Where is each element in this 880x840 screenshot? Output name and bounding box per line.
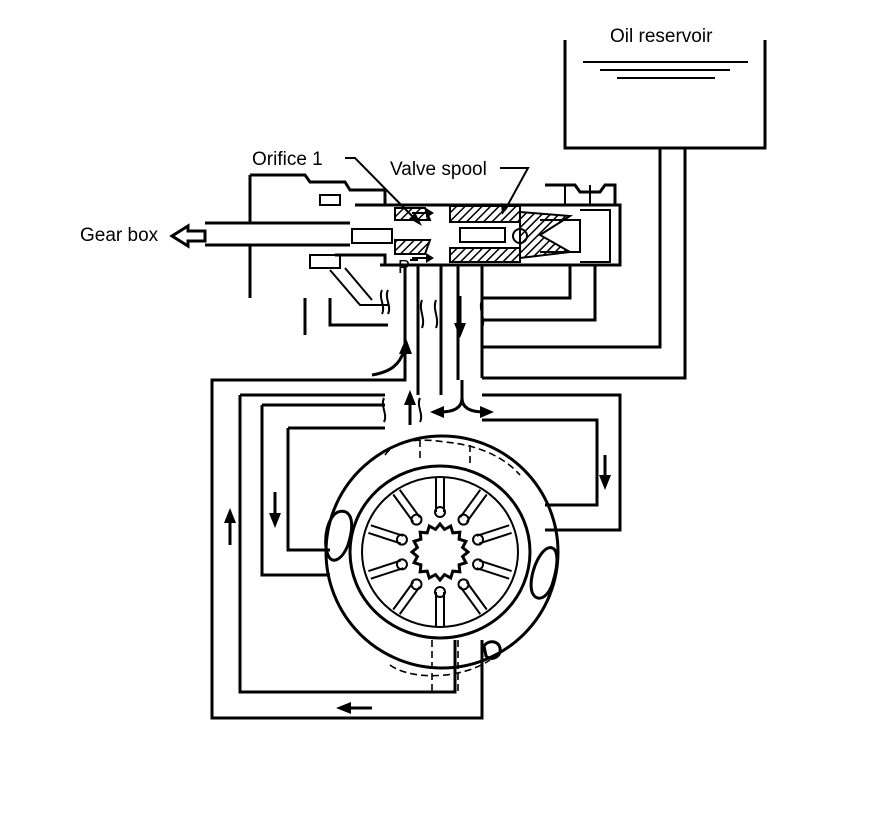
vane-tip <box>395 533 408 546</box>
flow-arrows <box>224 296 611 714</box>
vane <box>459 489 488 523</box>
valve-spool-assembly <box>351 183 622 267</box>
oil-reservoir-label: Oil reservoir <box>610 26 713 47</box>
rotor-spline <box>409 521 471 583</box>
valve-return-lines <box>482 265 597 322</box>
vane <box>392 581 421 615</box>
vane <box>459 581 488 615</box>
vane-tip <box>457 578 470 591</box>
vane-tip <box>434 506 446 518</box>
label-leaders <box>345 157 530 261</box>
vane <box>368 559 404 580</box>
oil-reservoir <box>482 40 767 380</box>
valve-housing-left <box>248 173 420 335</box>
vane-tip <box>472 558 485 571</box>
valve-spool-label: Valve spool <box>390 159 487 180</box>
vane <box>392 489 421 523</box>
vane-tip <box>434 586 446 598</box>
vane-tip <box>410 578 423 591</box>
vane-tip <box>410 513 423 526</box>
vane <box>435 478 445 512</box>
gear-box-label: Gear box <box>80 225 159 246</box>
pump-vanes <box>368 478 512 626</box>
vane-tip <box>472 533 485 546</box>
vane-pump <box>324 434 560 692</box>
vane <box>435 592 445 626</box>
feed-channels <box>210 265 622 720</box>
gear-box-output <box>169 221 350 249</box>
vane-tip <box>457 513 470 526</box>
port-p-label: P <box>398 257 411 277</box>
orifice-label: Orifice 1 <box>252 149 323 170</box>
vane <box>476 559 512 580</box>
vane-tip <box>395 558 408 571</box>
vane <box>368 524 404 545</box>
vane <box>476 524 512 545</box>
